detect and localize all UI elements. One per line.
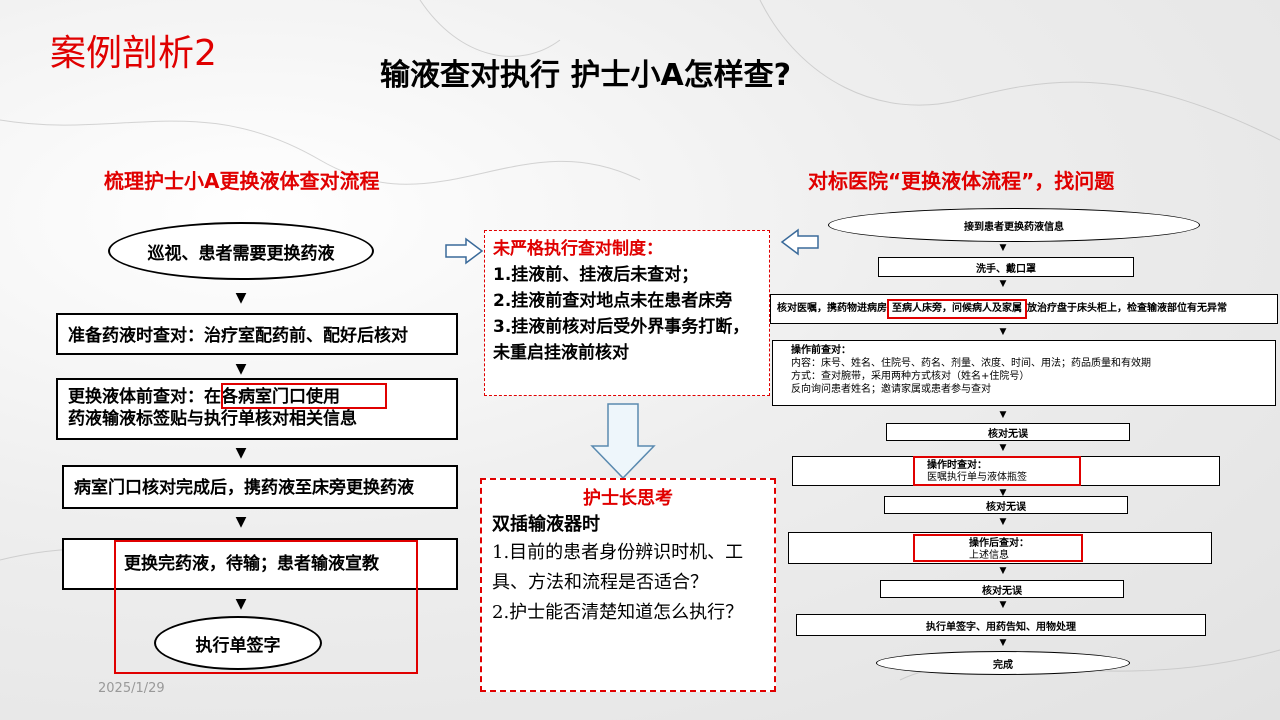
benchmark-during-check-title: 操作时查对： [927,460,987,471]
think-subtitle: 双插输液器时 [492,514,600,535]
think-title: 护士长思考 [583,488,673,509]
problem-item: 3.挂液前核对后受外界事务打断，未重启挂液前核对 [493,317,750,363]
benchmark-verified-box: 核对无误 [886,423,1130,441]
step-after-change-label: 更换完药液，待输；患者输液宣教 [124,554,379,574]
down-arrow-icon: ▼ [999,638,1007,648]
benchmark-pre-check-line: 内容：床号、姓名、住院号、药名、剂量、浓度、时间、用法；药品质量和有效期 [791,358,1151,369]
problem-item: 1.挂液前、挂液后未查对； [493,265,699,285]
down-arrow-icon: ▼ [999,600,1007,610]
benchmark-start-oval: 接到患者更换药液信息 [828,208,1200,242]
benchmark-wash-label: 洗手、戴口罩 [976,263,1036,275]
down-arrow-icon: ▼ [235,596,247,612]
left-hollow-arrow-icon [780,228,819,256]
benchmark-pre-check-box: 操作前查对： 内容：床号、姓名、住院号、药名、剂量、浓度、时间、用法；药品质量和… [772,340,1276,406]
right-hollow-arrow-icon [445,237,484,265]
down-arrow-icon: ▼ [235,361,247,377]
step-prepare-box: 准备药液时查对：治疗室配药前、配好后核对 [56,313,458,355]
down-arrow-icon: ▼ [999,243,1007,253]
step-prepare-label: 准备药液时查对：治疗室配药前、配好后核对 [68,326,408,346]
step-before-change-label-a: 更换液体前查对： [68,387,204,407]
benchmark-sign-label: 执行单签字、用药告知、用物处理 [926,621,1076,633]
highlight-box [221,383,387,409]
benchmark-post-check-title: 操作后查对： [969,538,1029,549]
step-bedside-label: 病室门口核对完成后，携药液至床旁更换药液 [74,478,414,498]
benchmark-wash-box: 洗手、戴口罩 [878,257,1134,277]
down-arrow-icon: ▼ [999,410,1007,420]
flow-start-label: 巡视、患者需要更换药液 [147,243,335,264]
benchmark-end-oval: 完成 [876,651,1130,675]
down-arrow-icon: ▼ [999,279,1007,289]
benchmark-verified-label: 核对无误 [988,428,1028,440]
benchmark-verify-order-box: 核对医嘱，携药物进病房至病人床旁，问候病人及家属放治疗盘于床头柜上，检查输液部位… [770,294,1278,324]
benchmark-pre-check-title: 操作前查对： [791,345,851,356]
highlight-box: 操作时查对： 医嘱执行单与液体瓶签 [913,456,1081,486]
benchmark-verify-a: 核对医嘱，携药物进病房 [777,303,887,314]
benchmark-post-check-box [788,532,1212,564]
highlight-box [114,540,418,674]
problem-title: 未严格执行查对制度： [493,239,663,259]
benchmark-verify-b: 至病人床旁，问候病人及家属 [887,299,1027,319]
step-bedside-box: 病室门口核对完成后，携药液至床旁更换药液 [62,465,458,509]
benchmark-verified-label: 核对无误 [982,585,1022,597]
down-arrow-icon: ▼ [999,488,1007,498]
step-before-change-label-c: 药液输液标签贴与执行单核对相关信息 [68,409,357,429]
step-after-change-box: 更换完药液，待输；患者输液宣教 [62,538,458,590]
down-arrow-icon: ▼ [235,514,247,530]
highlight-box: 操作后查对： 上述信息 [913,534,1083,562]
step-before-change-box: 更换液体前查对：在各病室门口使用 药液输液标签贴与执行单核对相关信息 [56,378,458,440]
case-label: 案例剖析2 [50,33,217,74]
benchmark-start-label: 接到患者更换药液信息 [964,221,1064,233]
flow-end-oval: 执行单签字 [154,616,322,670]
flow-start-oval: 巡视、患者需要更换药液 [108,222,374,280]
benchmark-verified-box: 核对无误 [884,496,1128,514]
down-arrow-icon: ▼ [999,517,1007,527]
flow-end-label: 执行单签字 [195,635,281,656]
problem-item: 2.挂液前查对地点未在患者床旁 [493,291,733,311]
benchmark-verify-c: 放治疗盘于床头柜上，检查输液部位有无异常 [1027,303,1227,314]
benchmark-post-check-sub: 上述信息 [969,550,1009,561]
slide-date: 2025/1/29 [98,681,165,696]
benchmark-end-label: 完成 [993,659,1013,671]
benchmark-sign-box: 执行单签字、用药告知、用物处理 [796,614,1206,636]
down-arrow-icon: ▼ [999,566,1007,576]
down-arrow-icon: ▼ [999,443,1007,453]
benchmark-verified-box: 核对无误 [880,580,1124,598]
right-heading: 对标医院“更换液体流程”，找问题 [808,169,1115,193]
think-box: 护士长思考 双插输液器时 1.目前的患者身份辨识时机、工具、方法和流程是否适合？… [480,478,776,692]
think-item: 2.护士能否清楚知道怎么执行？ [492,602,744,623]
benchmark-verified-label: 核对无误 [986,501,1026,513]
down-arrow-icon: ▼ [235,290,247,306]
down-arrow-icon: ▼ [999,327,1007,337]
benchmark-pre-check-line: 方式：查对腕带，采用两种方式核对（姓名+住院号） [791,371,1030,382]
benchmark-during-check-sub: 医嘱执行单与液体瓶签 [927,472,1027,483]
page-title: 输液查对执行 护士小A怎样查? [380,58,792,93]
step-before-change-label-b: 在各病室门口使用 [204,387,340,407]
problem-box: 未严格执行查对制度： 1.挂液前、挂液后未查对； 2.挂液前查对地点未在患者床旁… [484,230,770,396]
down-arrow-icon: ▼ [235,445,247,461]
benchmark-pre-check-line: 反向询问患者姓名；邀请家属或患者参与查对 [791,384,991,395]
left-heading: 梳理护士小A更换液体查对流程 [104,169,380,193]
think-item: 1.目前的患者身份辨识时机、工具、方法和流程是否适合？ [492,542,744,593]
down-hollow-arrow-icon [590,403,656,480]
